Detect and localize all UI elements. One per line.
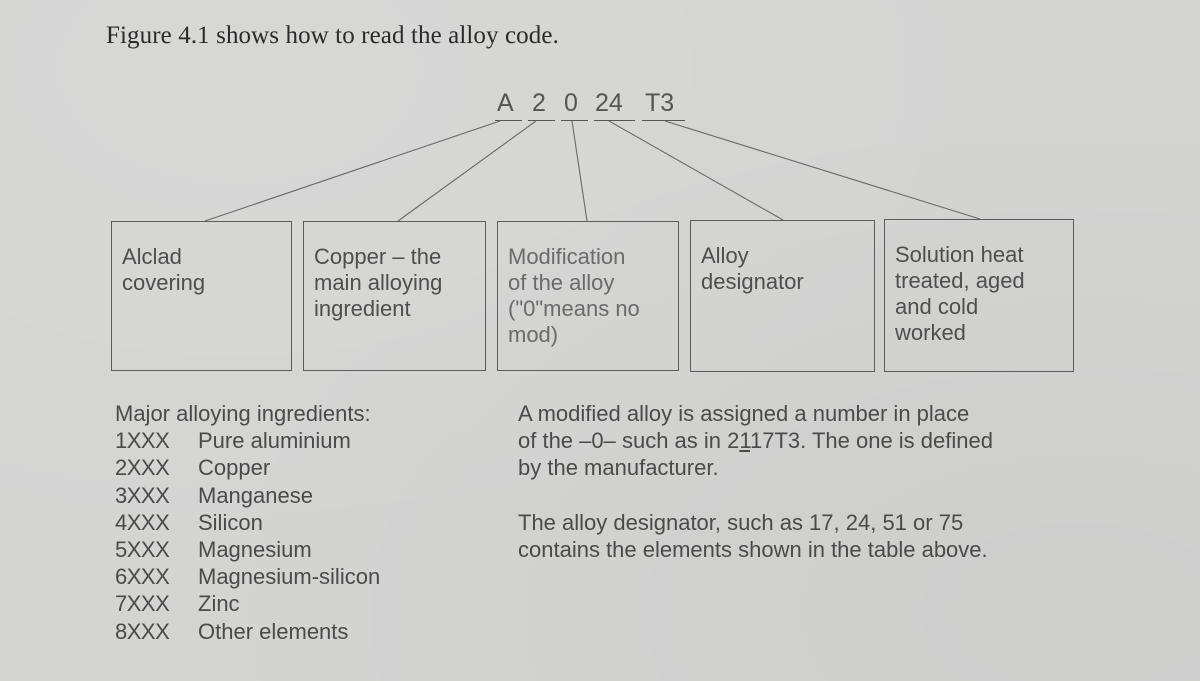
code-part-main-ingredient: 2 [532,89,546,117]
code-part-designator: 24 [595,89,623,117]
code-part-modification: 0 [564,89,578,117]
list-item: 6XXX Magnesium-silicon [115,563,380,590]
list-item: 4XXX Silicon [115,509,380,536]
list-item: 5XXX Magnesium [115,536,380,563]
ingredients-list: Major alloying ingredients: 1XXX Pure al… [115,400,380,645]
series-name: Pure aluminium [198,428,351,454]
series-code: 3XXX [115,482,170,508]
list-item: 7XXX Zinc [115,590,380,617]
code-part-temper: T3 [645,89,675,117]
note-modified-line-2: of the –0– such as in 2117T3. The one is… [518,427,993,454]
box-alclad: Alclad covering [111,221,292,371]
code-underline-designator [594,120,635,121]
note-designator: The alloy designator, such as 17, 24, 51… [518,509,988,563]
box-main-ingredient: Copper – the main alloying ingredient [303,221,486,371]
series-code: 1XXX [115,428,170,454]
series-code: 7XXX [115,591,170,617]
code-underline-main-ingredient [528,120,555,121]
connector-temper [664,120,981,220]
list-item: 2XXX Copper [115,454,380,481]
list-item: 1XXX Pure aluminium [115,427,380,454]
note-designator-line-2: contains the elements shown in the table… [518,537,988,562]
list-item: 8XXX Other elements [115,618,380,645]
series-code: 6XXX [115,564,170,590]
connector-alclad [204,120,501,222]
box-designator: Alloy designator [690,220,875,372]
note-modified-alloy: A modified alloy is assigned a number in… [518,400,993,481]
series-name: Magnesium [198,537,312,563]
underlined-digit: 1 [739,428,750,453]
code-part-alclad: A [497,89,514,117]
note-text: of the –0– such as in 2 [518,428,740,453]
box-modification: Modification of the alloy ("0"means no m… [497,221,679,371]
note-text: 17T3. The one is defined [749,428,993,453]
series-name: Manganese [198,482,313,508]
series-code: 2XXX [115,455,170,481]
connector-main-ingredient [397,120,537,222]
series-code: 4XXX [115,509,170,535]
box-temper: Solution heat treated, aged and cold wor… [884,219,1074,372]
code-underline-alclad [495,120,522,121]
connector-modification [571,120,588,222]
list-item: 3XXX Manganese [115,482,380,509]
note-modified-line-1: A modified alloy is assigned a number in… [518,401,970,426]
series-name: Copper [198,455,271,481]
code-underline-temper [642,120,685,121]
series-code: 5XXX [115,537,170,563]
ingredients-heading: Major alloying ingredients: [115,401,371,426]
code-underline-modification [561,120,588,121]
series-name: Magnesium-silicon [198,564,381,590]
series-name: Zinc [198,591,240,617]
series-name: Other elements [198,618,349,644]
connector-designator [608,120,784,221]
note-designator-line-1: The alloy designator, such as 17, 24, 51… [518,510,964,535]
series-name: Silicon [198,509,263,535]
series-code: 8XXX [115,618,170,644]
note-modified-line-3: by the manufacturer. [518,455,719,480]
figure-caption: Figure 4.1 shows how to read the alloy c… [106,22,559,49]
